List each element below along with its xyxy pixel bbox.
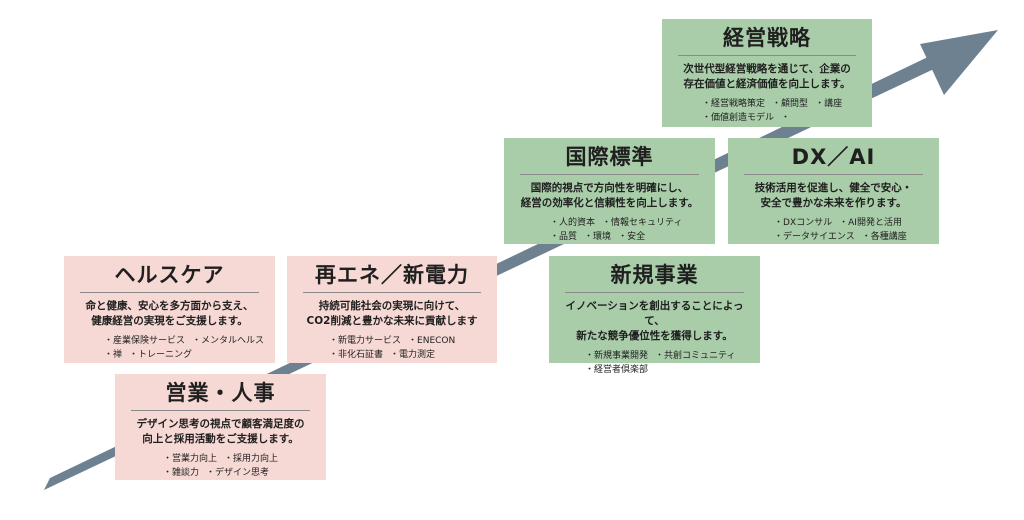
card-service-tags: 人的資本情報セキュリティ品質環境安全: [516, 216, 703, 244]
service-tag: [781, 111, 790, 125]
service-tag: 情報セキュリティ: [602, 216, 682, 230]
service-tag: 非化石証書: [329, 348, 383, 362]
arrow-head: [920, 30, 998, 95]
tag-line: データサイエンス各種講座: [774, 230, 927, 244]
card-title: DX／AI: [744, 145, 923, 175]
card-service-tags: 新規事業開発共創コミュニティ経営者倶楽部: [561, 349, 748, 377]
description-line: 経営の効率化と信頼性を向上します。: [520, 197, 699, 209]
service-tag: 環境: [584, 230, 611, 244]
service-tag: 新電力サービス: [329, 334, 401, 348]
card-international-standard: 国際標準国際的視点で方向性を明確にし、経営の効率化と信頼性を向上します。人的資本…: [504, 138, 715, 244]
service-tag: 電力測定: [390, 348, 435, 362]
card-description: 技術活用を促進し、健全で安心・安全で豊かな未来を作ります。: [740, 181, 927, 211]
card-title: 営業・人事: [131, 381, 310, 411]
service-tag: 講座: [815, 97, 842, 111]
tag-line: 価値創造モデル: [702, 111, 860, 125]
description-line: 新たな競争優位性を獲得します。: [576, 330, 733, 342]
description-line: 安全で豊かな未来を作ります。: [760, 197, 907, 209]
service-tag: 顧問型: [772, 97, 808, 111]
service-tag: 禅: [104, 348, 122, 362]
service-tag: メンタルヘルス: [192, 334, 264, 348]
description-line: 持続可能社会の実現に向けて、: [318, 300, 466, 312]
description-line: 次世代型経営戦略を通じて、企業の: [683, 63, 851, 75]
description-line: デザイン思考の視点で顧客満足度の: [136, 418, 305, 430]
card-title: 経営戦略: [678, 26, 856, 56]
tag-line: 品質環境安全: [550, 230, 703, 244]
tag-line: 経営者倶楽部: [585, 363, 748, 377]
service-tag: 雑談力: [163, 466, 199, 480]
card-business-strategy: 経営戦略次世代型経営戦略を通じて、企業の存在価値と経済価値を向上します。経営戦略…: [662, 19, 872, 127]
description-line: 向上と採用活動をご支援します。: [142, 433, 299, 445]
card-dx-ai: DX／AI 技術活用を促進し、健全で安心・安全で豊かな未来を作ります。 DXコンサル…: [728, 138, 939, 244]
service-tag: デザイン思考: [206, 466, 269, 480]
card-title: 新規事業: [565, 263, 744, 293]
tag-line: 禅トレーニング: [104, 348, 263, 362]
description-line: 技術活用を促進し、健全で安心・: [754, 182, 913, 194]
card-new-business: 新規事業イノベーションを創出することによって、新たな競争優位性を獲得します。新規…: [549, 256, 760, 375]
service-tag: 安全: [618, 230, 645, 244]
card-sales-hr: 営業・人事デザイン思考の視点で顧客満足度の向上と採用活動をご支援します。営業力向…: [115, 374, 326, 480]
card-service-tags: 新電力サービスENECON非化石証書電力測定: [299, 334, 485, 362]
card-title: ヘルスケア: [80, 263, 259, 293]
service-tag: 新規事業開発: [585, 349, 648, 363]
description-line: CO2削減と豊かな未来に貢献します: [306, 315, 478, 327]
card-title: 再エネ／新電力: [303, 263, 481, 293]
tag-line: DXコンサル AI開発と活用: [774, 216, 927, 230]
service-tag: 品質: [550, 230, 577, 244]
tag-line: 雑談力デザイン思考: [163, 466, 314, 480]
service-tag: トレーニング: [129, 348, 192, 362]
service-tag: 価値創造モデル: [702, 111, 774, 125]
service-tag: 共創コミュニティ: [655, 349, 735, 363]
tag-line: 人的資本情報セキュリティ: [550, 216, 703, 230]
service-tag: 営業力向上: [163, 452, 217, 466]
description-line: 命と健康、安心を多方面から支え、: [85, 300, 254, 312]
card-description: 国際的視点で方向性を明確にし、経営の効率化と信頼性を向上します。: [516, 181, 703, 211]
description-line: 健康経営の実現をご支援します。: [91, 315, 248, 327]
card-description: 持続可能社会の実現に向けて、 CO2削減と豊かな未来に貢献します: [299, 299, 485, 329]
tag-line: 産業保険サービスメンタルヘルス: [104, 334, 264, 348]
card-description: デザイン思考の視点で顧客満足度の向上と採用活動をご支援します。: [127, 417, 314, 447]
service-tag: 各種講座: [862, 230, 907, 244]
card-service-tags: 産業保険サービスメンタルヘルス禅トレーニング: [76, 334, 264, 362]
tag-line: 経営戦略策定顧問型講座: [702, 97, 860, 111]
card-description: イノベーションを創出することによって、新たな競争優位性を獲得します。: [561, 299, 748, 344]
service-tag: データサイエンス: [774, 230, 855, 244]
card-description: 次世代型経営戦略を通じて、企業の存在価値と経済価値を向上します。: [674, 62, 860, 92]
service-tag: 経営戦略策定: [702, 97, 765, 111]
service-tag: DXコンサル: [774, 216, 832, 230]
service-tag: ENECON: [408, 334, 455, 348]
service-tag: AI開発と活用: [839, 216, 902, 230]
card-title: 国際標準: [520, 145, 699, 175]
card-healthcare: ヘルスケア命と健康、安心を多方面から支え、健康経営の実現をご支援します。産業保険…: [64, 256, 275, 363]
service-tag: 産業保険サービス: [104, 334, 185, 348]
tag-line: 新規事業開発共創コミュニティ: [585, 349, 748, 363]
card-service-tags: 営業力向上採用力向上雑談力デザイン思考: [127, 452, 314, 480]
tag-line: 営業力向上採用力向上: [163, 452, 314, 466]
description-line: イノベーションを創出することによって、: [565, 300, 744, 327]
tag-line: 非化石証書電力測定: [329, 348, 485, 362]
description-line: 存在価値と経済価値を向上します。: [683, 78, 851, 90]
description-line: 国際的視点で方向性を明確にし、: [530, 182, 689, 194]
service-tag: 採用力向上: [224, 452, 278, 466]
card-service-tags: 経営戦略策定顧問型講座価値創造モデル: [674, 97, 860, 125]
card-service-tags: DXコンサル AI開発と活用データサイエンス各種講座: [740, 216, 927, 244]
card-description: 命と健康、安心を多方面から支え、健康経営の実現をご支援します。: [76, 299, 263, 329]
tag-line: 新電力サービス ENECON: [329, 334, 485, 348]
service-tag: 人的資本: [550, 216, 595, 230]
service-tag: 経営者倶楽部: [585, 363, 648, 377]
